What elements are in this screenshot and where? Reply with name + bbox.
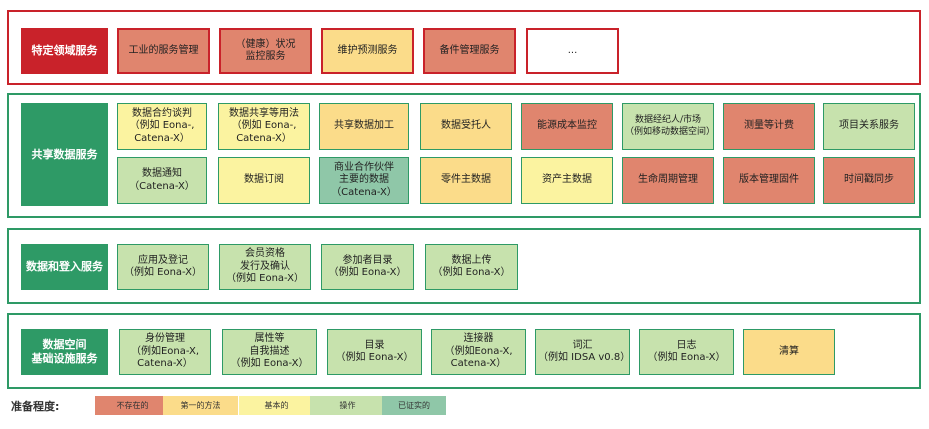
timestamp-sync: 时间戳同步: [823, 157, 915, 204]
logging: 日志 （例如 Eona-X）: [639, 329, 734, 375]
infrastructure-services-section: [7, 313, 921, 389]
shared-data-services-section: [7, 93, 921, 218]
participant-directory: 参加者目录 （例如 Eona-X）: [321, 244, 414, 290]
legend-basic: 基本的: [239, 396, 314, 415]
legend-not-existing: 不存在的: [95, 396, 170, 415]
legend-proven: 已证实的: [382, 396, 446, 415]
data-broker-marketplace: 数据经纪人/市场 （例如移动数据空间）: [622, 103, 715, 150]
business-partner-master-data: 商业合作伙伴 主要的数据 （Catena-X）: [319, 157, 409, 204]
identity-management: 身份管理 （例如Eona-X, Catena-X）: [119, 329, 211, 375]
legend-operational: 操作: [310, 396, 385, 415]
onboarding-services-section: [7, 228, 921, 304]
membership-issuance: 会员资格 发行及确认 （例如 Eona-X）: [219, 244, 311, 290]
clearing: 清算: [743, 329, 835, 375]
more-services-placeholder: ...: [526, 28, 619, 74]
domain-services-section: [7, 10, 921, 85]
shared-data-processing: 共享数据加工: [319, 103, 409, 150]
energy-cost-monitoring: 能源成本监控: [521, 103, 613, 150]
catalog: 目录 （例如 Eona-X）: [327, 329, 422, 375]
version-firmware-management: 版本管理固件: [723, 157, 815, 204]
data-subscription: 数据订阅: [218, 157, 310, 204]
industrial-service-management: 工业的服务管理: [117, 28, 210, 74]
legend-first-approach: 第一的方法: [163, 396, 238, 415]
shared-data-services-label: 共享数据服务: [21, 103, 108, 206]
data-trustee: 数据受托人: [420, 103, 512, 150]
metered-billing: 测量等计费: [723, 103, 815, 150]
vocabulary: 词汇 （例如 IDSA v0.8）: [535, 329, 630, 375]
application-registration: 应用及登记 （例如 Eona-X）: [117, 244, 209, 290]
project-relationship-service: 项目关系服务: [823, 103, 915, 150]
lifecycle-management: 生命周期管理: [622, 157, 714, 204]
connector: 连接器 （例如Eona-X, Catena-X）: [431, 329, 526, 375]
data-notification: 数据通知 （Catena-X）: [117, 157, 207, 204]
predictive-maintenance-service: 维护预测服务: [321, 28, 414, 74]
onboarding-services-label: 数据和登入服务: [21, 244, 108, 290]
infrastructure-services-label: 数据空间 基础设施服务: [21, 329, 108, 375]
spare-parts-service: 备件管理服务: [423, 28, 516, 74]
data-upload: 数据上传 （例如 Eona-X）: [425, 244, 518, 290]
part-master-data: 零件主数据: [420, 157, 512, 204]
health-monitoring-service: （健康）状况 监控服务: [219, 28, 312, 74]
data-usage-policy: 数据共享等用法 （例如 Eona-, Catena-X）: [218, 103, 310, 150]
asset-master-data: 资产主数据: [521, 157, 613, 204]
legend-title: 准备程度:: [11, 400, 60, 413]
data-contract-negotiation: 数据合约谈判 （例如 Eona-, Catena-X）: [117, 103, 207, 150]
domain-services-label: 特定领域服务: [21, 28, 108, 74]
self-description: 属性等 自我描述 （例如 Eona-X）: [222, 329, 317, 375]
